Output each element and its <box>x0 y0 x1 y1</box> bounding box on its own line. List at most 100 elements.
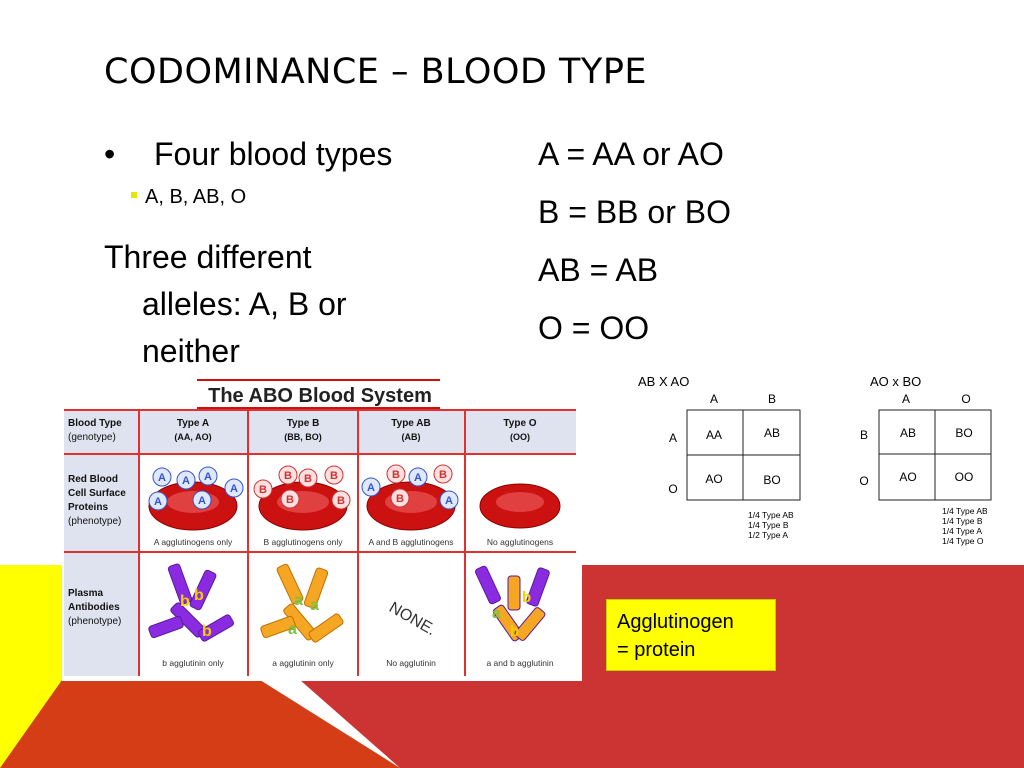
rowhead-type-1: Blood Type <box>68 418 122 429</box>
punnett2-result-1: 1/4 Type AB <box>942 506 988 516</box>
punnett-square-1: AB X AO A B A O AA AB AO BO 1/4 Type AB … <box>638 374 801 540</box>
punnett1-result-3: 1/2 Type A <box>748 530 788 540</box>
rowhead-plasma-1: Plasma <box>68 588 103 599</box>
punnett2-side-1: B <box>860 428 868 442</box>
col-type-o: Type O <box>503 418 536 429</box>
sub-bullet-text: A, B, AB, O <box>145 186 247 208</box>
punnett2-cell-1: AB <box>900 426 916 440</box>
col-geno-b: (BB, BO) <box>284 432 322 442</box>
punnett1-cell-3: AO <box>705 472 722 486</box>
svg-text:B: B <box>286 494 294 506</box>
punnett1-top-1: A <box>710 392 718 406</box>
svg-text:B: B <box>330 470 338 482</box>
sub-bullet: A, B, AB, O <box>131 186 246 209</box>
alleles-text: Three different alleles: A, B or neither <box>104 234 424 375</box>
col-geno-a: (AA, AO) <box>174 432 211 442</box>
bullet-dot: • <box>104 136 116 172</box>
punnett1-cross: AB X AO <box>638 374 689 389</box>
svg-text:a: a <box>294 592 303 609</box>
bullet-four-types: • Four blood types <box>104 136 392 173</box>
svg-text:b: b <box>202 623 212 640</box>
svg-text:a: a <box>310 597 319 614</box>
punnett2-cell-4: OO <box>955 470 974 484</box>
svg-text:A: A <box>367 482 375 494</box>
punnett2-top-1: A <box>902 392 910 406</box>
col-type-a: Type A <box>177 418 209 429</box>
col-geno-o: (OO) <box>510 432 530 442</box>
svg-text:B: B <box>284 470 292 482</box>
svg-text:A: A <box>445 495 453 507</box>
punnett1-side-2: O <box>668 482 677 496</box>
punnett2-result-2: 1/4 Type B <box>942 516 983 526</box>
rowhead-cells-4: (phenotype) <box>68 516 121 527</box>
svg-text:A: A <box>154 496 162 508</box>
punnett2-result-4: 1/4 Type O <box>942 536 984 546</box>
genotype-ab: AB = AB <box>538 252 659 288</box>
rowhead-cells-3: Proteins <box>68 502 108 513</box>
punnett-square-2: AO x BO A O B O AB BO AO OO 1/4 Type AB … <box>859 374 992 546</box>
svg-text:b: b <box>180 593 190 610</box>
alleles-line-3: neither <box>142 333 240 369</box>
orange-shape <box>0 680 400 768</box>
svg-text:B: B <box>337 495 345 507</box>
agglutinogen-o: No agglutinogens <box>487 537 553 547</box>
svg-text:A: A <box>204 471 212 483</box>
punnett2-result-3: 1/4 Type A <box>942 526 982 536</box>
punnett1-cell-4: BO <box>763 473 780 487</box>
col-type-ab: Type AB <box>391 418 430 429</box>
punnett1-result-2: 1/4 Type B <box>748 520 789 530</box>
alleles-line-1: Three different <box>104 239 312 275</box>
svg-text:B: B <box>304 473 312 485</box>
genotype-b: B = BB or BO <box>538 194 731 230</box>
punnett2-cross: AO x BO <box>870 374 921 389</box>
note-line-1: Agglutinogen <box>617 611 734 633</box>
abo-blood-system-figure: The ABO Blood System Blood Type (genotyp… <box>62 378 582 681</box>
agglutinin-ab: No agglutinin <box>386 658 436 668</box>
punnett2-cell-3: AO <box>899 470 916 484</box>
rowhead-type-2: (genotype) <box>68 432 116 443</box>
punnett1-result-1: 1/4 Type AB <box>748 510 794 520</box>
note-line-2: = protein <box>617 639 696 661</box>
agglutinogen-ab: A and B agglutinogens <box>368 537 453 547</box>
svg-text:A: A <box>158 472 166 484</box>
agglutinin-b: a agglutinin only <box>272 658 334 668</box>
agglutinogen-note: Agglutinogen = protein <box>606 599 776 671</box>
genotype-a: A = AA or AO <box>538 136 724 172</box>
agglutinin-o: a and b agglutinin <box>486 658 553 668</box>
agglutinogen-a: A agglutinogens only <box>154 537 233 547</box>
svg-text:B: B <box>439 469 447 481</box>
punnett2-cell-2: BO <box>955 426 972 440</box>
punnett1-top-2: B <box>768 392 776 406</box>
svg-text:a: a <box>492 605 501 622</box>
rowhead-cells-1: Red Blood <box>68 474 118 485</box>
punnett2-top-2: O <box>961 392 970 406</box>
svg-text:b: b <box>510 623 519 640</box>
antibody-purple <box>148 563 234 642</box>
bullet-text: Four blood types <box>154 136 393 172</box>
agglutinogen-b: B agglutinogens only <box>264 537 344 547</box>
genotype-o: O = OO <box>538 310 650 346</box>
abo-heading: The ABO Blood System <box>208 385 432 407</box>
svg-text:A: A <box>182 475 190 487</box>
rowhead-plasma-3: (phenotype) <box>68 616 121 627</box>
punnett1-cell-1: AA <box>706 428 722 442</box>
col-geno-ab: (AB) <box>402 432 421 442</box>
svg-text:b: b <box>194 587 204 604</box>
page-title: CODOMINANCE – BLOOD TYPE <box>104 52 648 92</box>
svg-text:A: A <box>230 483 238 495</box>
rowhead-plasma-2: Antibodies <box>68 602 120 613</box>
punnett1-cell-2: AB <box>764 426 780 440</box>
svg-text:a: a <box>288 621 297 638</box>
svg-text:B: B <box>259 484 267 496</box>
svg-text:A: A <box>198 495 206 507</box>
col-type-b: Type B <box>287 418 320 429</box>
agglutinin-a: b agglutinin only <box>162 658 224 668</box>
square-bullet-icon <box>131 191 137 198</box>
alleles-line-2: alleles: A, B or <box>142 286 347 322</box>
rowhead-cells-2: Cell Surface <box>68 488 126 499</box>
yellow-shape <box>0 565 62 768</box>
punnett1-side-1: A <box>669 431 677 445</box>
svg-text:b: b <box>522 589 531 606</box>
punnett2-side-2: O <box>859 474 868 488</box>
svg-text:A: A <box>414 472 422 484</box>
